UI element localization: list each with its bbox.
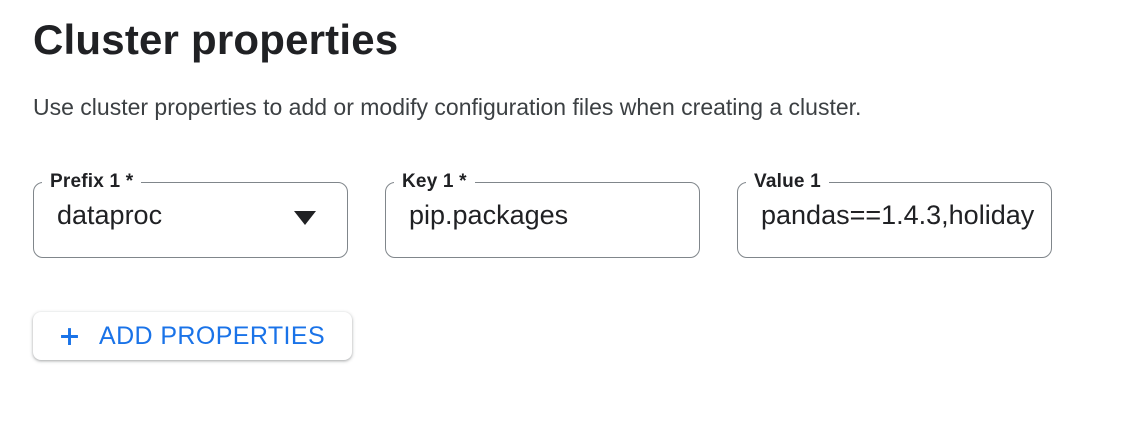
page-description: Use cluster properties to add or modify … (33, 94, 862, 121)
value-1-label: Value 1 (754, 171, 821, 193)
prefix-1-select[interactable]: dataproc (34, 193, 347, 231)
value-1-field: Value 1 (737, 171, 1052, 259)
value-1-input[interactable] (738, 193, 1041, 232)
key-1-input[interactable] (386, 193, 689, 232)
prefix-1-field: Prefix 1 * dataproc (33, 171, 348, 259)
dropdown-arrow-icon (294, 210, 316, 225)
add-properties-button[interactable]: ADD PROPERTIES (33, 312, 353, 361)
prefix-1-selected-value: dataproc (57, 200, 163, 231)
prefix-1-label: Prefix 1 * (50, 171, 134, 193)
page-title: Cluster properties (33, 16, 399, 63)
plus-icon (56, 323, 83, 350)
property-row-1: Prefix 1 * dataproc Key 1 * Value 1 (33, 171, 1086, 259)
key-1-field: Key 1 * (385, 171, 700, 259)
add-properties-label: ADD PROPERTIES (99, 321, 326, 350)
key-1-label: Key 1 * (402, 171, 467, 193)
